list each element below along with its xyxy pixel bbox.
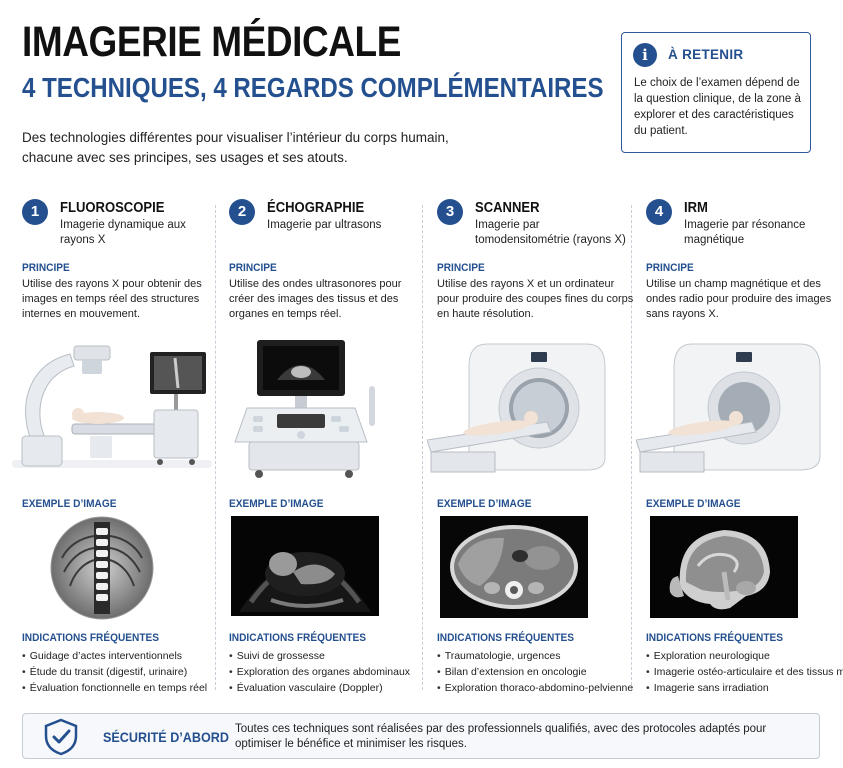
security-label: SÉCURITÉ D’ABORD <box>103 729 230 745</box>
technique-subtitle: Imagerie par tomodensitométrie (rayons X… <box>475 219 626 246</box>
mri-brain-sagittal-image <box>650 516 798 618</box>
ultrasound-machine-illustration <box>234 340 375 478</box>
list-item: Évaluation fonctionnelle en temps réel <box>22 680 232 696</box>
list-item: Imagerie sans irradiation <box>646 680 843 696</box>
indications-label: INDICATIONS FRÉQUENTES <box>22 632 160 644</box>
principe-text: Utilise des rayons X et un ordinateur po… <box>437 278 634 320</box>
list-item: Exploration thoraco-abdomino-pelvienne <box>437 680 647 696</box>
fluoroscopy-spine-image <box>50 516 154 620</box>
page-title: IMAGERIE MÉDICALE <box>22 18 401 66</box>
principe-text: Utilise des rayons X pour obtenir des im… <box>22 278 202 320</box>
technique-number: 4 <box>646 199 672 225</box>
retenir-box: i À RETENIR Le choix de l’examen dépend … <box>621 32 811 153</box>
retenir-text: Le choix de l’examen dépend de la questi… <box>634 77 801 137</box>
exemple-label: EXEMPLE D’IMAGE <box>229 498 324 510</box>
technique-card-scanner: 3 SCANNER Imagerie par tomodensitométrie… <box>427 196 637 696</box>
retenir-title: À RETENIR <box>668 47 744 62</box>
list-item: Évaluation vasculaire (Doppler) <box>229 680 439 696</box>
list-item: Exploration des organes abdominaux <box>229 664 439 680</box>
principe-text: Utilise des ondes ultrasonores pour crée… <box>229 278 402 320</box>
c-arm-fluoroscopy-illustration <box>12 345 212 468</box>
technique-name: ÉCHOGRAPHIE <box>267 200 365 216</box>
list-item: Exploration neurologique <box>646 648 843 664</box>
exemple-label: EXEMPLE D’IMAGE <box>646 498 741 510</box>
ct-abdomen-slice-image <box>440 516 588 618</box>
exemple-label: EXEMPLE D’IMAGE <box>22 498 117 510</box>
ct-scanner-illustration <box>427 343 606 473</box>
indications-label: INDICATIONS FRÉQUENTES <box>229 632 367 644</box>
technique-subtitle: Imagerie par ultrasons <box>267 219 382 231</box>
principe-label: PRINCIPE <box>437 262 485 274</box>
technique-number: 3 <box>437 199 463 225</box>
security-banner: SÉCURITÉ D’ABORD Toutes ces techniques s… <box>22 713 820 759</box>
intro-text: Des technologies différentes pour visual… <box>22 130 449 165</box>
list-item: Guidage d’actes interventionnels <box>22 648 232 664</box>
indications-label: INDICATIONS FRÉQUENTES <box>646 632 784 644</box>
column-divider <box>215 205 216 690</box>
page-subtitle: 4 TECHNIQUES, 4 REGARDS COMPLÉMENTAIRES <box>22 72 604 103</box>
technique-card-echographie: 2 ÉCHOGRAPHIE Imagerie par ultrasons PRI… <box>229 196 429 696</box>
info-icon: i <box>633 43 657 67</box>
list-item: Traumatologie, urgences <box>437 648 647 664</box>
column-divider <box>422 205 423 690</box>
shield-check-icon <box>44 718 78 756</box>
indications-list: Exploration neurologique Imagerie ostéo-… <box>646 648 843 696</box>
list-item: Étude du transit (digestif, urinaire) <box>22 664 232 680</box>
technique-name: IRM <box>684 200 708 216</box>
indications-list: Suivi de grossesse Exploration des organ… <box>229 648 439 696</box>
principe-text: Utilise un champ magnétique et des ondes… <box>646 278 832 320</box>
exemple-label: EXEMPLE D’IMAGE <box>437 498 532 510</box>
list-item: Bilan d’extension en oncologie <box>437 664 647 680</box>
ultrasound-fetus-image <box>231 516 379 616</box>
principe-label: PRINCIPE <box>229 262 277 274</box>
technique-name: SCANNER <box>475 200 540 216</box>
technique-subtitle: Imagerie par résonance magnétique <box>684 219 806 246</box>
principe-label: PRINCIPE <box>646 262 694 274</box>
technique-card-irm: 4 IRM Imagerie par résonance magnétique … <box>636 196 843 696</box>
indications-list: Traumatologie, urgences Bilan d’extensio… <box>437 648 647 696</box>
technique-number: 2 <box>229 199 255 225</box>
security-text: Toutes ces techniques sont réalisées par… <box>235 723 767 750</box>
list-item: Suivi de grossesse <box>229 648 439 664</box>
technique-number: 1 <box>22 199 48 225</box>
technique-card-fluoroscopie: 1 FLUOROSCOPIE Imagerie dynamique aux ra… <box>12 196 222 696</box>
technique-name: FLUOROSCOPIE <box>60 200 165 216</box>
principe-label: PRINCIPE <box>22 262 70 274</box>
mri-machine-illustration <box>636 343 821 473</box>
column-divider <box>631 205 632 690</box>
list-item: Imagerie ostéo-articulaire et des tissus… <box>646 664 843 680</box>
indications-list: Guidage d’actes interventionnels Étude d… <box>22 648 232 696</box>
technique-subtitle: Imagerie dynamique aux rayons X <box>60 219 186 246</box>
indications-label: INDICATIONS FRÉQUENTES <box>437 632 575 644</box>
